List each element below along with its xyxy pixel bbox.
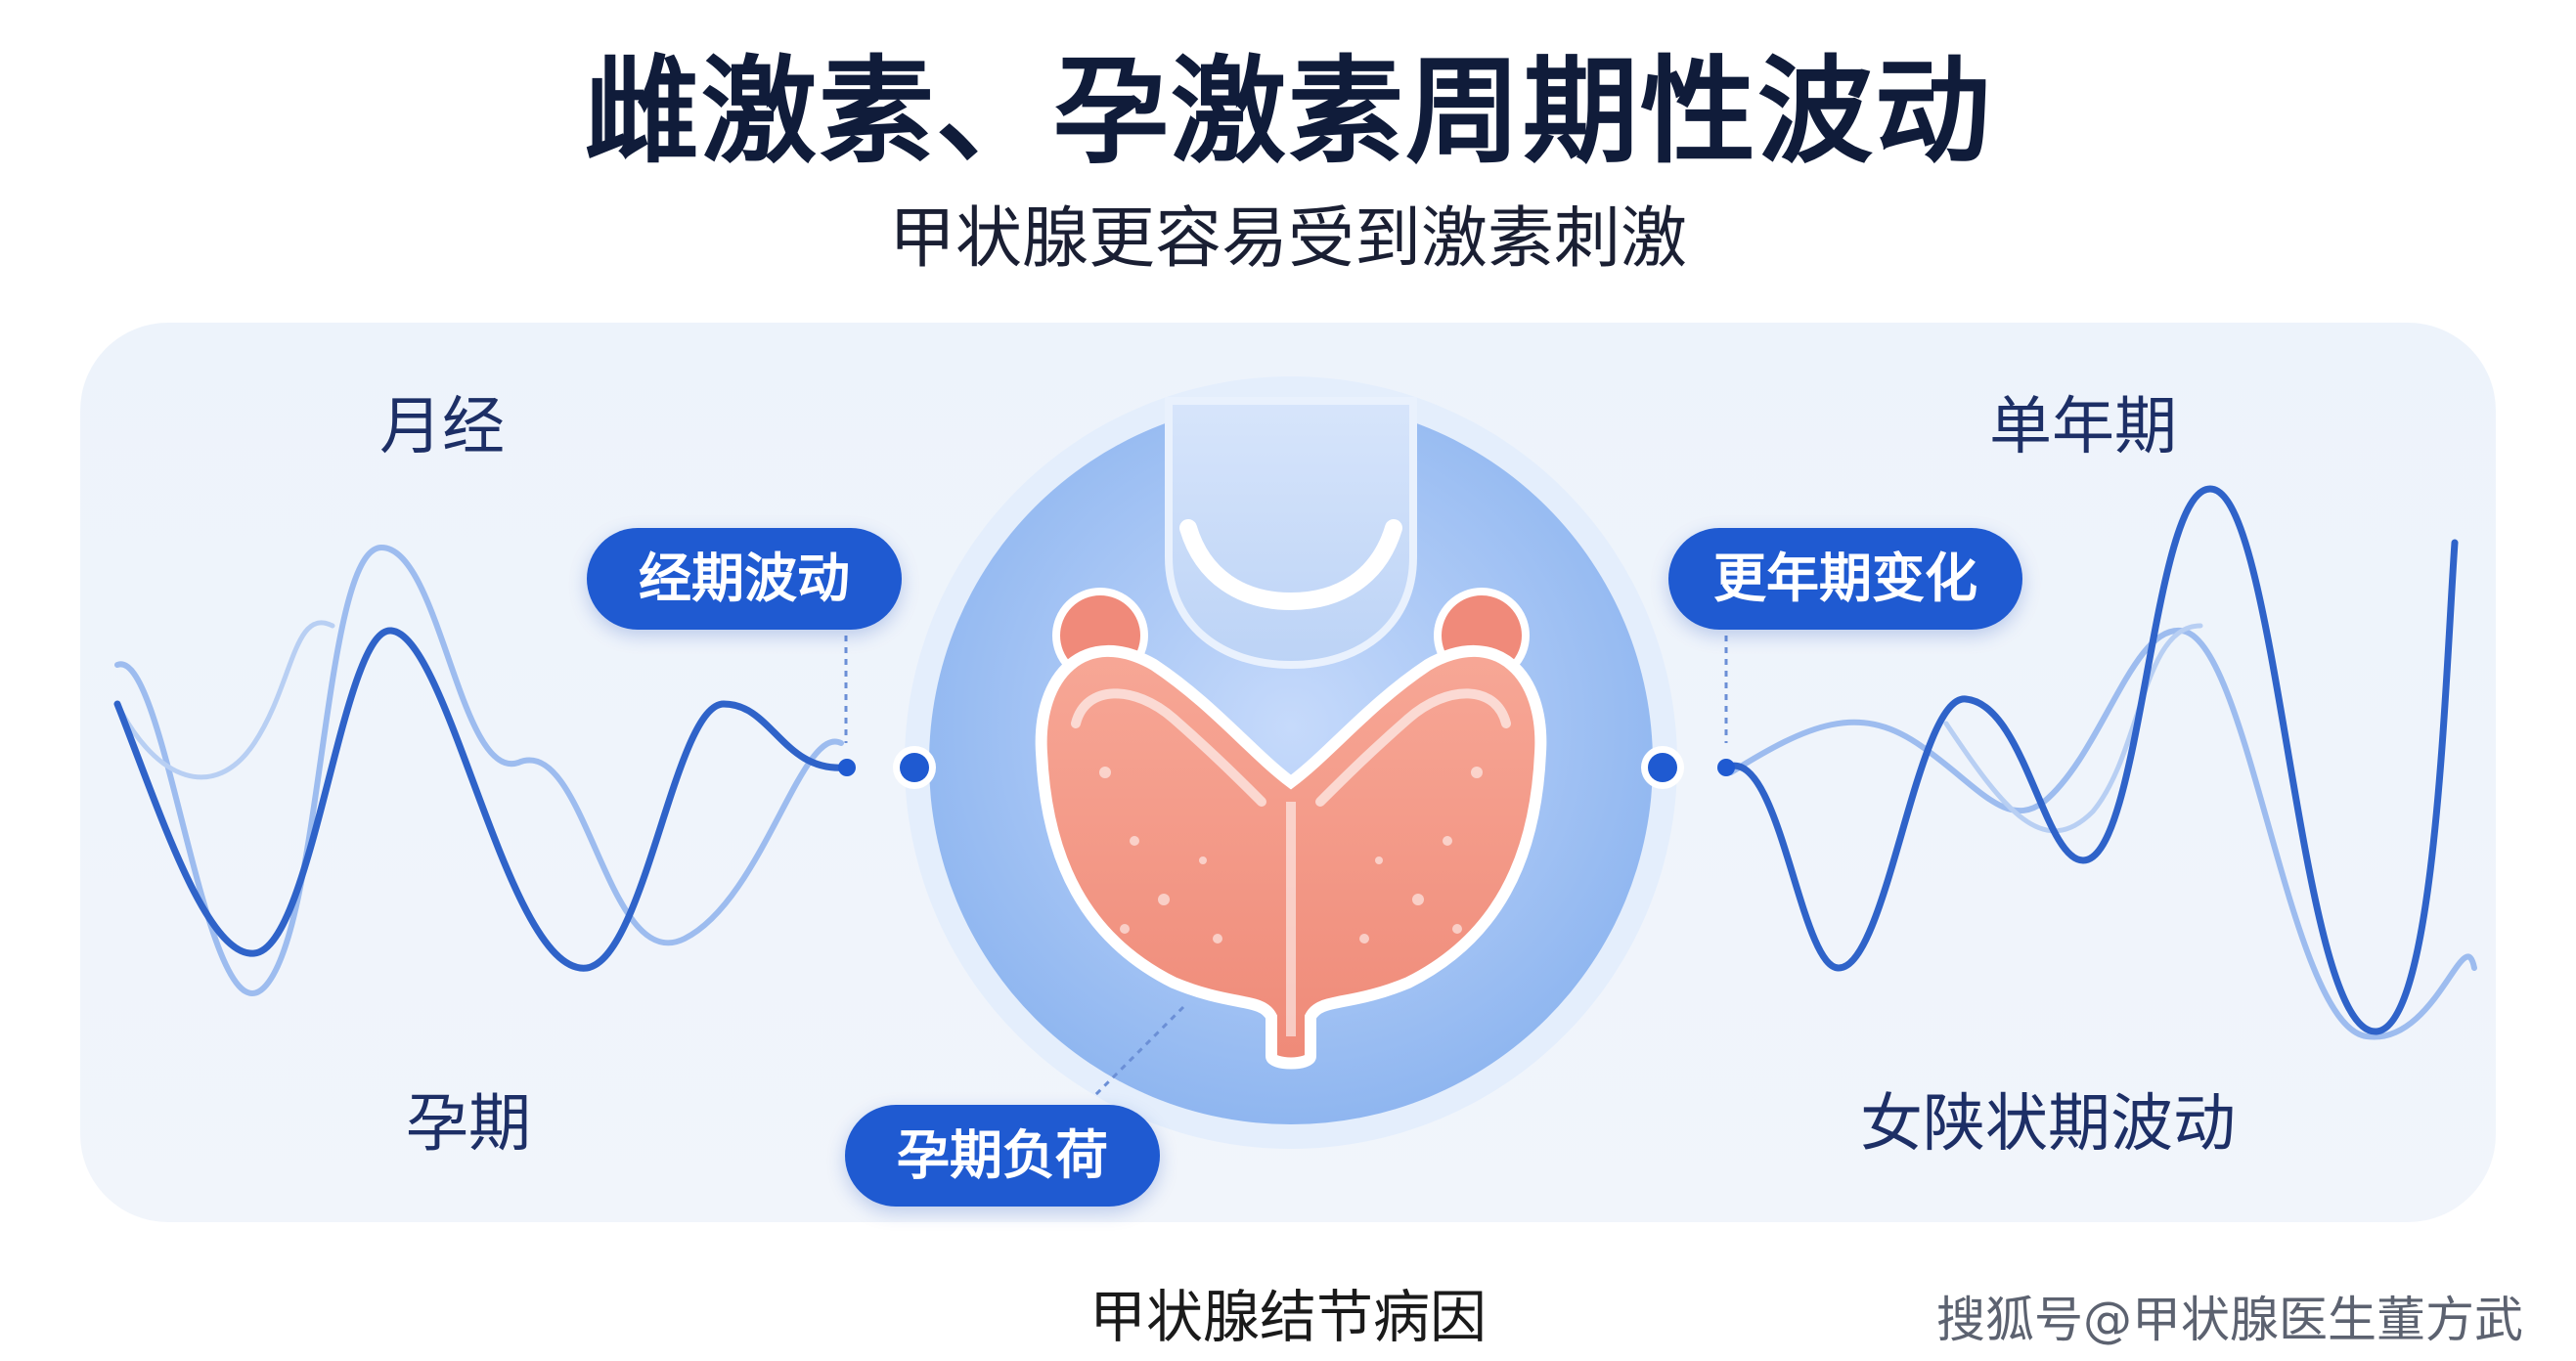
page-title: 雌激素、孕激素周期性波动 — [583, 44, 1992, 179]
gland-texture-dots — [1099, 767, 1483, 944]
callout-menstrual-fluctuation: 经期波动 — [587, 528, 902, 630]
right-wave-end-dot — [1717, 759, 1735, 776]
left-wave-group — [113, 544, 856, 996]
gland-highlight-left — [1071, 688, 1266, 807]
label-menopause-period: 单年期 — [1989, 391, 2177, 463]
left-wave-dark — [113, 627, 850, 972]
label-menstruation: 月经 — [379, 391, 505, 463]
left-wave-light-1 — [114, 544, 844, 996]
trachea-ring — [1179, 519, 1402, 611]
footer-caption: 甲状腺结节病因 — [1088, 1284, 1487, 1350]
left-connector-dot-inner — [900, 753, 929, 782]
right-wave-light-2 — [1943, 623, 2203, 834]
gland-highlight-right — [1315, 688, 1511, 807]
left-wave-light-2 — [114, 620, 335, 780]
bottom-callout-leader — [1093, 1005, 1185, 1097]
callout-menopause-change: 更年期变化 — [1668, 528, 2022, 630]
right-connector-dot-inner — [1648, 753, 1677, 782]
thyroid-illustration — [893, 376, 1684, 1149]
right-wave-dark — [1722, 485, 2459, 1035]
callout-pregnancy-load: 孕期负荷 — [845, 1105, 1160, 1207]
label-female-cycle-fluctuation: 女陕状期波动 — [1860, 1088, 2236, 1161]
right-wave-light-1 — [1728, 627, 2477, 1040]
trachea — [1165, 397, 1417, 670]
source-watermark: 搜狐号@甲状腺医生董方武 — [1936, 1292, 2523, 1348]
page-subtitle: 甲状腺更容易受到激素刺激 — [888, 200, 1687, 278]
label-pregnancy: 孕期 — [406, 1088, 531, 1161]
right-wave-group — [1717, 485, 2477, 1040]
left-wave-end-dot — [838, 759, 856, 776]
